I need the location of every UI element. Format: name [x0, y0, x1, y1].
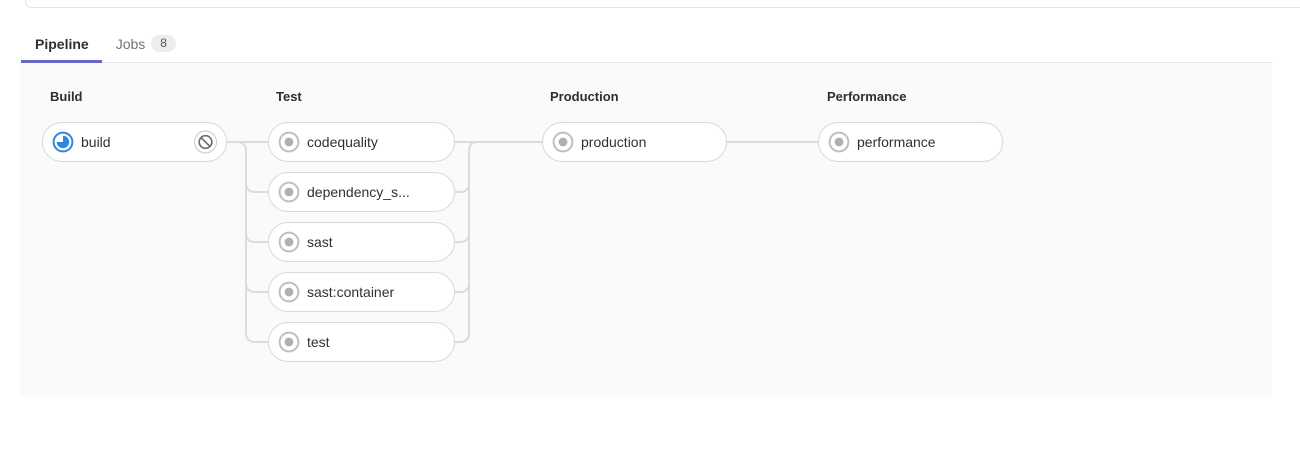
pipeline-graph: Build Test Production Performance build — [20, 63, 1272, 397]
job-pill-sast-container[interactable]: sast:container — [268, 272, 455, 312]
connector-test-production — [454, 282, 470, 343]
job-label: build — [81, 134, 111, 150]
tab-bar: Pipeline Jobs 8 — [21, 25, 1273, 63]
commit-panel-bottom-edge — [25, 0, 1300, 8]
job-pill-build[interactable]: build — [42, 122, 227, 162]
status-created-icon — [278, 181, 300, 203]
job-label: production — [581, 134, 647, 150]
job-label: performance — [857, 134, 936, 150]
stage-header-build: Build — [50, 89, 83, 104]
tab-jobs[interactable]: Jobs 8 — [102, 25, 189, 62]
connector-build-test — [245, 282, 269, 343]
status-created-icon — [278, 231, 300, 253]
job-pill-dependency-scanning[interactable]: dependency_s... — [268, 172, 455, 212]
job-label: sast — [307, 234, 333, 250]
job-label: sast:container — [307, 284, 395, 300]
cancel-job-button[interactable] — [194, 130, 217, 154]
stage-header-test: Test — [276, 89, 302, 104]
status-created-icon — [278, 281, 300, 303]
status-created-icon — [828, 131, 850, 153]
job-pill-sast[interactable]: sast — [268, 222, 455, 262]
job-pill-performance[interactable]: performance — [818, 122, 1003, 162]
status-created-icon — [552, 131, 574, 153]
active-tab-indicator — [21, 60, 102, 63]
status-running-icon — [52, 131, 74, 153]
jobs-count-badge: 8 — [151, 35, 176, 52]
job-label: test — [307, 334, 330, 350]
tab-pipeline[interactable]: Pipeline — [21, 25, 102, 63]
connector-build-dependency — [226, 141, 269, 193]
stage-header-production: Production — [550, 89, 619, 104]
job-label: codequality — [307, 134, 378, 150]
connector-dependency-production — [454, 141, 543, 193]
stage-header-performance: Performance — [827, 89, 907, 104]
tab-pipeline-label: Pipeline — [35, 35, 89, 52]
job-pill-production[interactable]: production — [542, 122, 727, 162]
job-label: dependency_s... — [307, 184, 410, 200]
status-created-icon — [278, 131, 300, 153]
tab-jobs-label: Jobs — [115, 35, 146, 52]
ban-icon — [198, 134, 213, 150]
pipeline-connector-lines — [226, 141, 819, 343]
status-created-icon — [278, 331, 300, 353]
job-pill-codequality[interactable]: codequality — [268, 122, 455, 162]
job-pill-test[interactable]: test — [268, 322, 455, 362]
